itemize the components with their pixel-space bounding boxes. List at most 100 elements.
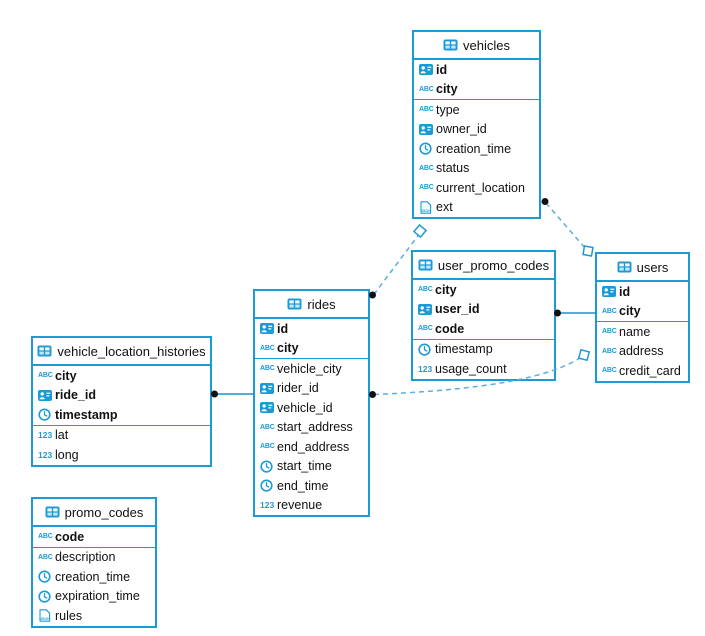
field-row: ride_id bbox=[33, 386, 210, 406]
field-row: vehicle_id bbox=[255, 398, 368, 418]
relationship-dot-marker-rides-users bbox=[369, 391, 376, 398]
table-card-users[interactable]: users id ABC city ABC name ABC address A… bbox=[595, 252, 690, 383]
primary-key-section: id ABC city bbox=[597, 282, 688, 321]
field-row: end_time bbox=[255, 476, 368, 496]
table-card-promo_codes[interactable]: promo_codes ABC code ABC description cre… bbox=[31, 497, 157, 628]
time-type-icon bbox=[260, 479, 277, 492]
field-name: current_location bbox=[436, 180, 525, 195]
text-type-icon: ABC bbox=[602, 307, 617, 315]
time-type-icon bbox=[38, 570, 55, 583]
primary-key-section: id ABC city bbox=[414, 60, 539, 99]
text-type-icon: ABC bbox=[602, 347, 617, 355]
field-row: timestamp bbox=[33, 405, 210, 425]
number-type-icon: 123 bbox=[38, 449, 53, 460]
table-header: users bbox=[597, 254, 688, 282]
time-type-icon bbox=[418, 343, 435, 356]
field-row: 123 usage_count bbox=[413, 359, 554, 379]
field-name: code bbox=[55, 529, 85, 544]
table-header: vehicles bbox=[414, 32, 539, 60]
table-card-user_promo_codes[interactable]: user_promo_codes ABC city user_id ABC co… bbox=[411, 250, 556, 381]
fields-section: ABC vehicle_city rider_id vehicle_id ABC… bbox=[255, 358, 368, 515]
field-row: ABC city bbox=[255, 339, 368, 359]
field-name: city bbox=[435, 282, 457, 297]
field-name: creation_time bbox=[436, 141, 512, 156]
text-type-icon: ABC bbox=[260, 443, 275, 451]
field-name: id bbox=[277, 321, 289, 336]
table-title: user_promo_codes bbox=[437, 257, 550, 273]
field-row: start_time bbox=[255, 457, 368, 477]
field-row: ABC credit_card bbox=[597, 361, 688, 381]
table-card-vehicles[interactable]: vehicles id ABC city ABC type owner_id c… bbox=[412, 30, 541, 219]
field-row: id bbox=[414, 60, 539, 80]
text-type-icon: ABC bbox=[419, 85, 434, 93]
text-type-icon: ABC bbox=[260, 365, 275, 373]
field-row: ABC type bbox=[414, 100, 539, 120]
fields-section: 123 lat 123 long bbox=[33, 424, 210, 465]
field-name: creation_time bbox=[55, 569, 131, 584]
table-title: promo_codes bbox=[64, 504, 144, 520]
table-title: vehicle_location_histories bbox=[57, 343, 206, 359]
field-name: id bbox=[619, 284, 631, 299]
field-row: id bbox=[597, 282, 688, 302]
field-name: city bbox=[55, 368, 77, 383]
field-row: ABC description bbox=[33, 548, 155, 568]
number-type-icon: 123 bbox=[260, 500, 275, 511]
field-row: ABC city bbox=[597, 302, 688, 322]
table-header: promo_codes bbox=[33, 499, 155, 527]
field-name: end_time bbox=[277, 478, 329, 493]
text-type-icon: ABC bbox=[419, 106, 434, 114]
field-name: type bbox=[436, 102, 460, 117]
table-icon bbox=[418, 259, 433, 271]
field-name: owner_id bbox=[436, 122, 487, 137]
primary-key-section: ABC city ride_id timestamp bbox=[33, 366, 210, 425]
field-row: ABC city bbox=[414, 80, 539, 100]
relationship-square-marker-vehicles-users bbox=[582, 245, 594, 257]
field-row: timestamp bbox=[413, 340, 554, 360]
primary-key-section: ABC code bbox=[33, 527, 155, 547]
field-name: expiration_time bbox=[55, 589, 140, 604]
relationship-dot-marker-vehicles-users bbox=[541, 198, 549, 205]
field-name: revenue bbox=[277, 498, 323, 513]
field-row: owner_id bbox=[414, 120, 539, 140]
field-row: ABC city bbox=[413, 280, 554, 300]
table-header: vehicle_location_histories bbox=[33, 338, 210, 366]
field-row: ABC current_location bbox=[414, 178, 539, 198]
table-title: rides bbox=[307, 296, 336, 312]
svg-text:JSON: JSON bbox=[40, 617, 50, 621]
text-type-icon: ABC bbox=[260, 344, 275, 352]
field-row: ABC code bbox=[413, 319, 554, 339]
text-type-icon: ABC bbox=[38, 372, 53, 380]
field-row: ABC vehicle_city bbox=[255, 359, 368, 379]
svg-text:JSON: JSON bbox=[421, 209, 431, 213]
table-icon bbox=[37, 345, 52, 357]
field-row: user_id bbox=[413, 300, 554, 320]
json-type-icon: JSON bbox=[419, 201, 436, 214]
time-type-icon bbox=[38, 590, 55, 603]
table-card-rides[interactable]: rides id ABC city ABC vehicle_city rider… bbox=[253, 289, 370, 517]
field-name: city bbox=[436, 82, 458, 97]
number-type-icon: 123 bbox=[38, 430, 53, 441]
field-name: code bbox=[435, 321, 465, 336]
text-type-icon: ABC bbox=[38, 533, 53, 541]
text-type-icon: ABC bbox=[418, 286, 433, 294]
primary-key-section: ABC city user_id ABC code bbox=[413, 280, 554, 339]
field-row: rider_id bbox=[255, 379, 368, 399]
table-card-vehicle_location_histories[interactable]: vehicle_location_histories ABC city ride… bbox=[31, 336, 212, 467]
field-name: user_id bbox=[435, 302, 480, 317]
field-row: JSON ext bbox=[414, 198, 539, 218]
field-row: ABC start_address bbox=[255, 418, 368, 438]
table-icon bbox=[617, 261, 632, 273]
table-title: users bbox=[636, 259, 669, 275]
fields-section: ABC name ABC address ABC credit_card bbox=[597, 321, 688, 381]
relationship-square-marker-rides-users bbox=[577, 348, 591, 362]
field-name: usage_count bbox=[435, 361, 507, 376]
fields-section: timestamp 123 usage_count bbox=[413, 338, 554, 379]
id-type-icon bbox=[260, 323, 277, 335]
field-name: lat bbox=[55, 428, 69, 443]
field-name: name bbox=[619, 324, 651, 339]
field-name: timestamp bbox=[55, 407, 118, 422]
field-name: start_time bbox=[277, 459, 332, 474]
text-type-icon: ABC bbox=[602, 367, 617, 375]
number-type-icon: 123 bbox=[418, 363, 433, 374]
